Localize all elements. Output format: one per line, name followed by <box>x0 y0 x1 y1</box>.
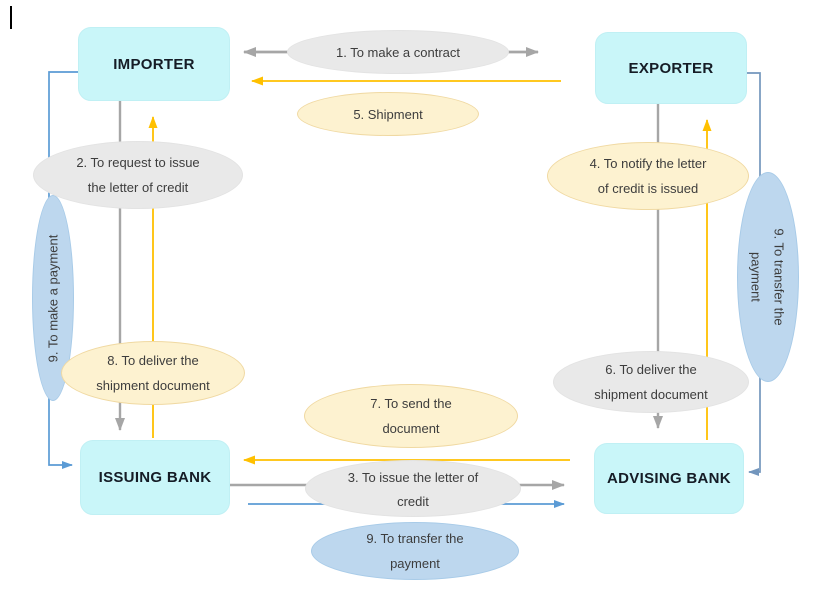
step-7-send-ellipse[interactable]: 7. To send the document <box>304 384 518 448</box>
node-label: IMPORTER <box>113 55 195 73</box>
step-label: shipment document <box>96 378 210 393</box>
step-label: 9. To transfer the <box>366 531 464 546</box>
step-label: 2. To request to issue <box>76 155 200 170</box>
node-exporter[interactable]: EXPORTER <box>595 32 747 104</box>
step-6-deliver-ellipse[interactable]: 6. To deliver the shipment document <box>553 351 749 413</box>
node-issuing-bank[interactable]: ISSUING BANK <box>80 440 230 515</box>
step-8-deliver-ellipse[interactable]: 8. To deliver the shipment document <box>61 341 245 405</box>
step-label: 6. To deliver the <box>605 362 697 377</box>
step-label: 9. To make a payment <box>45 234 61 362</box>
step-9-transfer-bottom-ellipse[interactable]: 9. To transfer the payment <box>311 522 519 580</box>
node-importer[interactable]: IMPORTER <box>78 27 230 101</box>
step-label: payment <box>749 252 765 302</box>
step-label: 7. To send the <box>370 396 452 411</box>
step-2-request-ellipse[interactable]: 2. To request to issue the letter of cre… <box>33 141 243 209</box>
step-label: of credit is issued <box>597 181 699 196</box>
step-label: the letter of credit <box>87 180 189 195</box>
step-label: 3. To issue the letter of <box>347 470 479 485</box>
step-1-contract-ellipse[interactable]: 1. To make a contract <box>287 30 509 74</box>
node-advising-bank[interactable]: ADVISING BANK <box>594 443 744 514</box>
step-label: document <box>382 421 440 436</box>
step-5-shipment-ellipse[interactable]: 5. Shipment <box>297 92 479 136</box>
node-label: ADVISING BANK <box>607 470 731 487</box>
step-label: 8. To deliver the <box>107 353 199 368</box>
node-label: ISSUING BANK <box>98 469 212 486</box>
step-label: 9. To transfer the <box>772 228 788 326</box>
step-label: credit <box>397 494 429 509</box>
node-label: EXPORTER <box>628 59 714 77</box>
step-label: 5. Shipment <box>353 106 423 122</box>
step-4-notify-ellipse[interactable]: 4. To notify the letter of credit is iss… <box>547 142 749 210</box>
text-cursor <box>10 6 12 29</box>
step-label: payment <box>390 556 440 571</box>
step-9-transfer-right-ellipse[interactable]: 9. To transfer the payment <box>737 172 799 382</box>
step-label: 1. To make a contract <box>335 44 461 60</box>
step-label: shipment document <box>594 387 708 402</box>
step-label: 4. To notify the letter <box>589 156 707 171</box>
step-3-issue-ellipse[interactable]: 3. To issue the letter of credit <box>305 460 521 517</box>
